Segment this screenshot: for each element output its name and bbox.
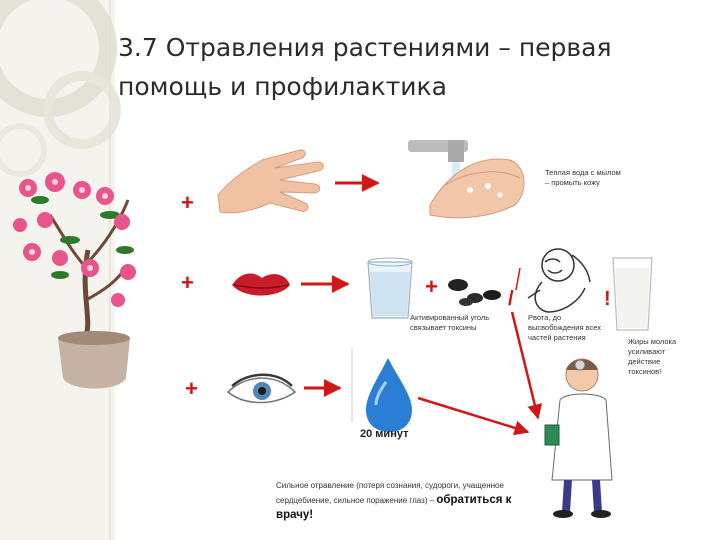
skin-plus-sign: + — [181, 190, 194, 215]
vomit-slash-mark: / — [508, 288, 514, 310]
charcoal-icon — [448, 279, 501, 306]
water-drop-icon — [351, 348, 412, 432]
hand-icon — [217, 149, 324, 214]
vomiting-man-icon — [527, 248, 591, 313]
call-doctor-text: обратиться к врачу! — [276, 494, 512, 521]
eye-plus-sign: + — [185, 376, 198, 401]
charcoal-note: Активированный уголь связывает токсины — [410, 313, 490, 332]
milk-warning-mark: ! — [604, 288, 611, 310]
severe-poisoning-text: Сильное отравление (потеря сознания, суд… — [276, 481, 504, 505]
flower-pot-icon — [13, 172, 136, 389]
severe-poisoning-note: Сильное отравление (потеря сознания, суд… — [276, 478, 516, 523]
milk-glass-icon — [612, 257, 653, 331]
water-glass-icon — [367, 257, 413, 319]
eye-rinse-time: 20 минут — [360, 428, 409, 440]
doctor-icon — [544, 358, 613, 518]
washing-hands-icon — [408, 140, 525, 219]
charcoal-plus-sign: + — [425, 274, 438, 299]
slide-title: 3.7 Отравления растениями – первая помощ… — [118, 33, 612, 101]
lips-icon — [232, 273, 290, 296]
mouth-plus-sign: + — [181, 270, 194, 295]
milk-note: Жиры молока усиливают действие токсинов! — [628, 337, 677, 376]
skin-wash-note: Теплая вода с мылом – промыть кожу — [545, 168, 621, 187]
vomit-note: Рвота, до высвобождения всех частей раст… — [528, 313, 602, 342]
eye-icon — [226, 373, 297, 404]
